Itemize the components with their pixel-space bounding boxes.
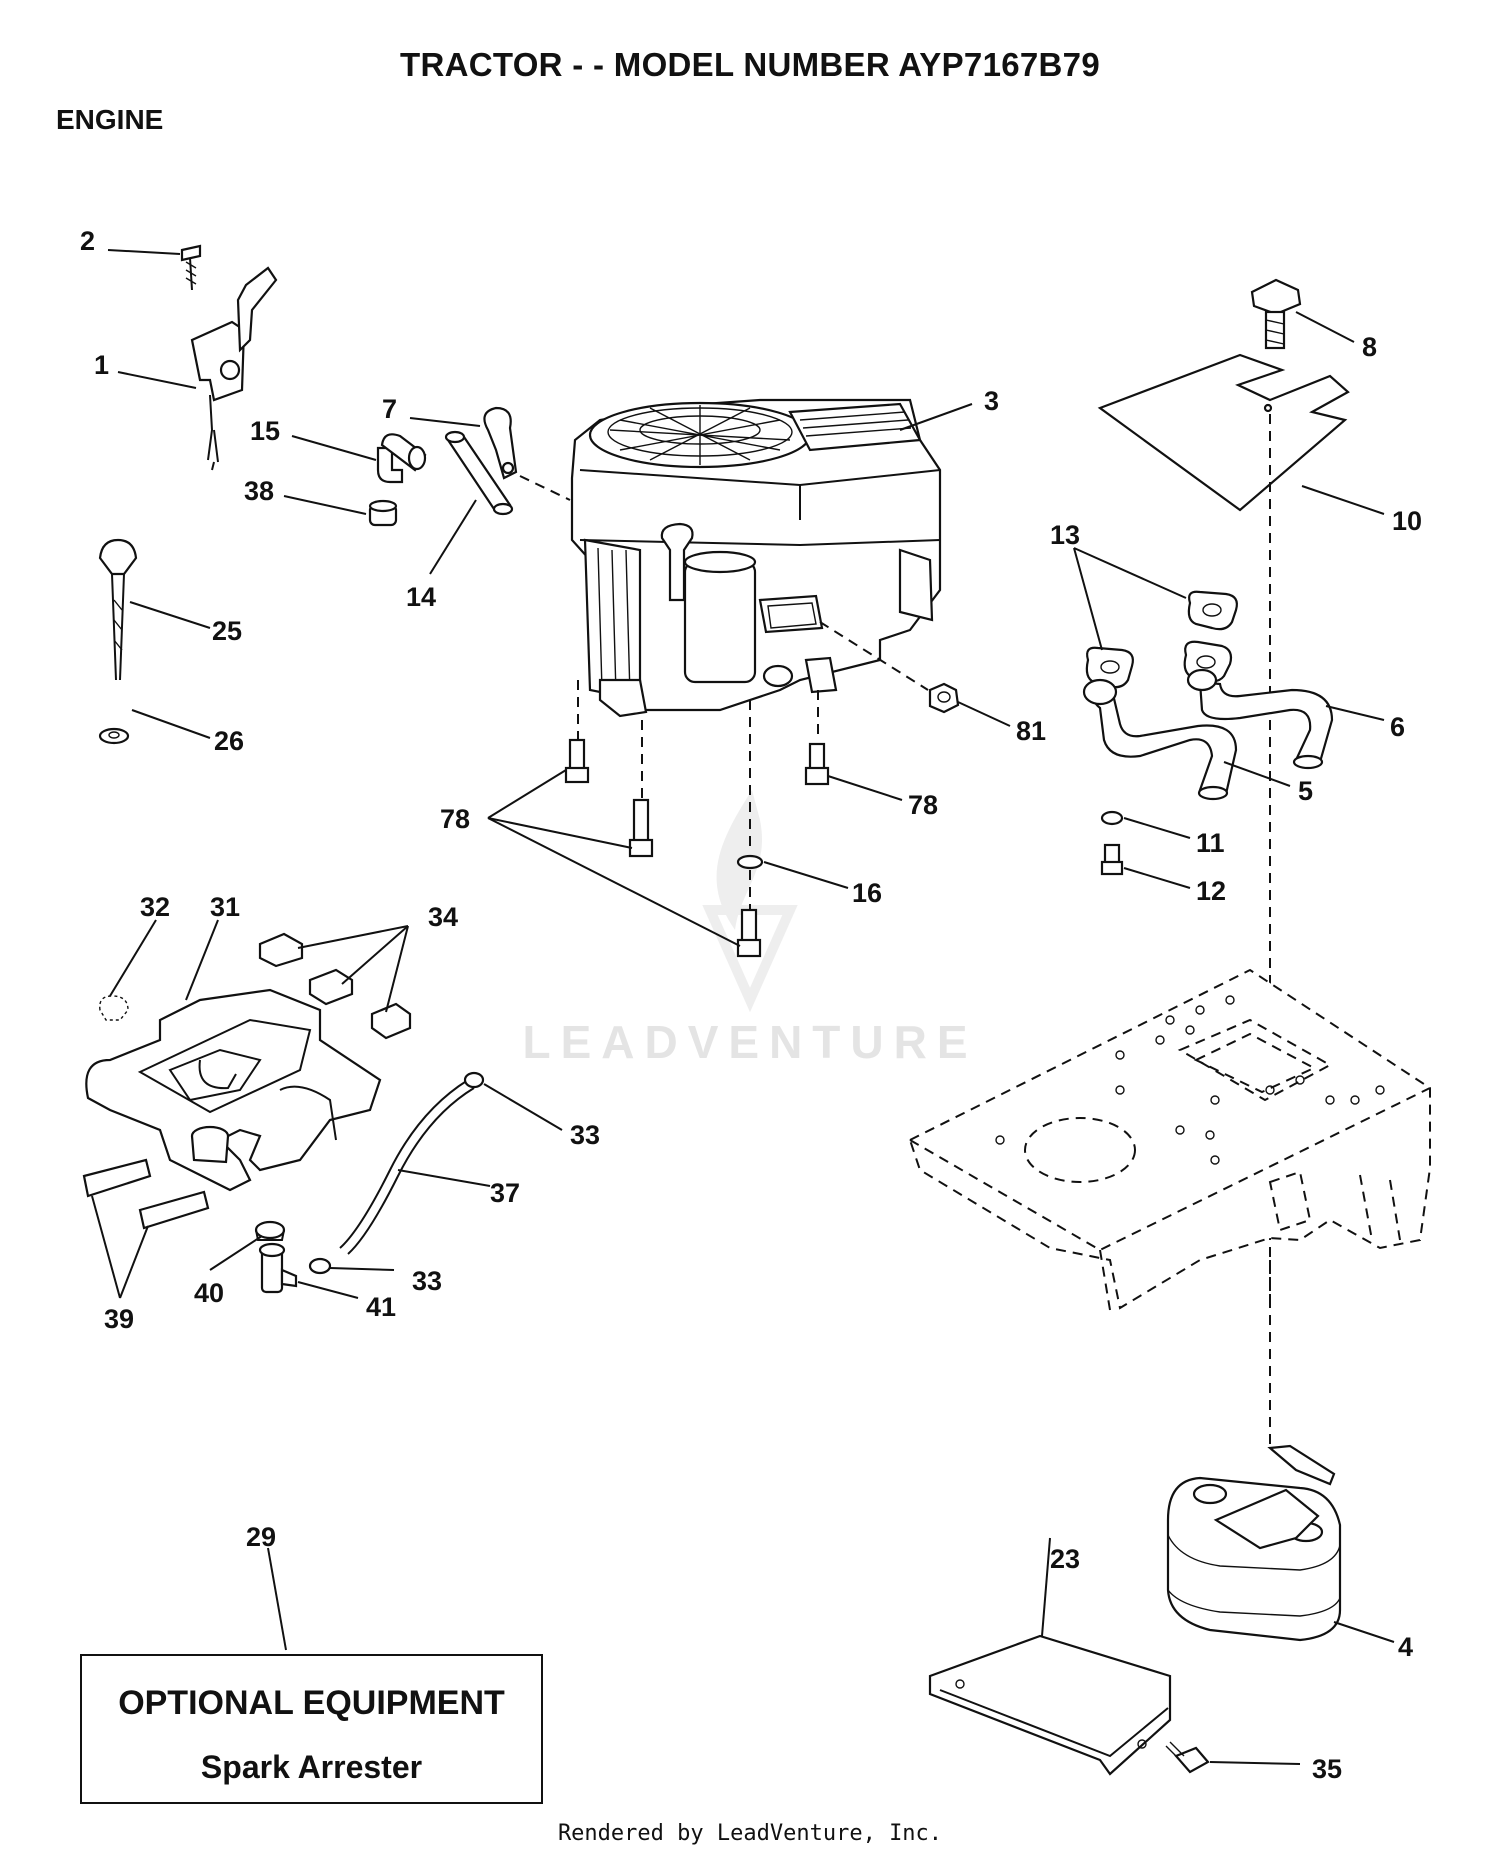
callout-numbers: 2 1 7 3 8 15 38 14 10 13 25 26 81 6 5 78… [80, 226, 1422, 1784]
elbow-fitting [376, 433, 427, 484]
callout-81: 81 [1016, 716, 1046, 746]
tank-shield [1097, 278, 1350, 1448]
callout-40: 40 [194, 1278, 224, 1308]
callout-23: 23 [1050, 1544, 1080, 1574]
callout-39: 39 [104, 1304, 134, 1334]
optional-equipment-heading: OPTIONAL EQUIPMENT [118, 1684, 505, 1722]
exhaust-manifold [1082, 590, 1334, 876]
callout-4: 4 [1398, 1632, 1413, 1662]
heat-shield [928, 1634, 1210, 1776]
page-title: TRACTOR - - MODEL NUMBER AYP7167B79 [400, 46, 1100, 83]
optional-equipment-box: OPTIONAL EQUIPMENT Spark Arrester [80, 1654, 543, 1804]
engine-assembly [570, 398, 942, 718]
dipstick [98, 538, 138, 745]
tractor-frame [908, 968, 1431, 1311]
callout-33-upper: 33 [570, 1120, 600, 1150]
callout-37: 37 [490, 1178, 520, 1208]
leader-lines [91, 249, 1395, 1765]
footer-credit: Rendered by LeadVenture, Inc. [557, 1821, 943, 1846]
callout-25: 25 [212, 616, 242, 646]
section-label: ENGINE [56, 104, 164, 135]
throttle-control [180, 244, 278, 471]
callout-10: 10 [1392, 506, 1422, 536]
callout-31: 31 [210, 892, 240, 922]
callout-8: 8 [1362, 332, 1377, 362]
callout-3: 3 [984, 386, 999, 416]
oil-cap [368, 499, 398, 527]
callout-12: 12 [1196, 876, 1226, 906]
muffler [1166, 1444, 1342, 1642]
callout-1: 1 [94, 350, 109, 380]
callout-5: 5 [1298, 776, 1313, 806]
callout-29: 29 [246, 1522, 276, 1552]
callout-6: 6 [1390, 712, 1405, 742]
watermark-text: LEADVENTURE [522, 1016, 977, 1068]
callout-38: 38 [244, 476, 274, 506]
callout-11: 11 [1196, 828, 1225, 858]
hex-nut [928, 682, 960, 714]
callout-26: 26 [214, 726, 244, 756]
callout-2: 2 [80, 226, 95, 256]
callout-16: 16 [852, 878, 882, 908]
callout-13: 13 [1050, 520, 1080, 550]
callout-15: 15 [250, 416, 280, 446]
callout-34: 34 [428, 902, 458, 932]
mounting-bolts [564, 680, 830, 958]
callout-35: 35 [1312, 1754, 1342, 1784]
fuel-tank [82, 932, 485, 1294]
clamp [483, 406, 518, 480]
callout-32: 32 [140, 892, 170, 922]
callout-14: 14 [406, 582, 436, 612]
dipstick-tube [444, 430, 514, 516]
callout-33-lower: 33 [412, 1266, 442, 1296]
callout-41: 41 [366, 1292, 396, 1322]
callout-7: 7 [382, 394, 397, 424]
callout-78-left: 78 [440, 804, 470, 834]
callout-78-right: 78 [908, 790, 938, 820]
optional-equipment-item: Spark Arrester [200, 1749, 423, 1785]
